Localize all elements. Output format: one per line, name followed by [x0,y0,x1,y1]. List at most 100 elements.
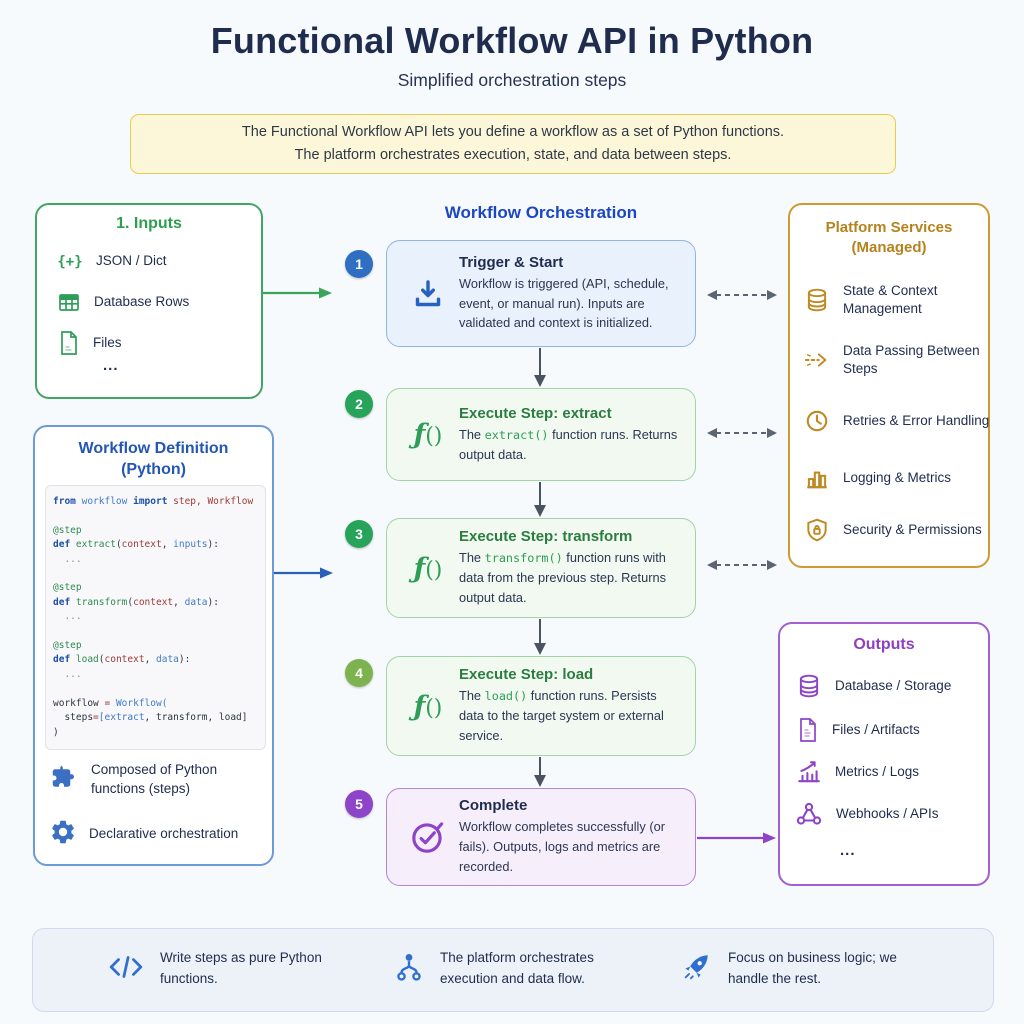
footer-item: Focus on business logic; we handle the r… [680,940,928,998]
step-execute-load: ƒ() Execute Step: load The load() functi… [386,656,696,756]
step-text: function runs. Returns output data. [459,426,678,462]
dashed-double-arrow [707,428,777,438]
step-description: The load() function runs. Persists data … [459,686,683,745]
feature-label: Declarative orchestration [89,825,239,841]
step-execute-extract: ƒ() Execute Step: extract The extract() … [386,388,696,481]
input-item-label: Database Rows [94,293,190,309]
definition-to-orchestration-arrow [274,567,333,579]
orchestration-title: Workflow Orchestration [444,203,638,222]
platform-services-panel: Platform Services (Managed) State & Cont… [788,203,990,568]
feature-item: Composed of Python functions (steps) [49,762,271,798]
check-circle-icon [399,816,457,858]
rocket-icon [680,951,712,988]
footer-bar [32,928,994,1012]
step-description: Workflow is triggered (API, schedule, ev… [459,274,683,333]
output-item-label: Webhooks / APIs [836,805,939,821]
step-execute-transform: ƒ() Execute Step: transform The transfor… [386,518,696,618]
step-badge-2: 2 [345,390,373,418]
step-code: load() [484,689,528,704]
step-text: The [459,426,485,442]
platform-item-label: Retries & Error Handling [843,412,990,428]
list-item: Retries & Error Handling [804,401,995,441]
footer-text: Write steps as pure Python functions. [160,950,322,986]
flow-arrow-down [534,619,546,655]
dashed-double-arrow [707,290,777,300]
step-text: function runs with data from the previou… [459,550,666,605]
complete-to-outputs-arrow [697,832,776,844]
dashed-double-arrow [707,560,777,570]
feature-label: Composed of Python functions (steps) [91,762,218,796]
step-text: function runs. Persists data to the targ… [459,688,664,743]
list-item: Security & Permissions [804,515,995,545]
outputs-title: Outputs [853,636,915,653]
platform-item-label: Logging & Metrics [843,469,952,485]
table-icon [57,290,81,314]
inputs-to-orchestration-arrow [263,287,332,299]
step-text: The [459,550,485,566]
svg-text:{+}: {+} [57,254,82,270]
output-item-label: Database / Storage [835,677,952,693]
footer-item: Write steps as pure Python functions. [108,940,355,998]
list-item: Files / Artifacts [797,716,920,744]
step-complete: Complete Workflow completes successfully… [386,788,696,886]
workflow-definition-panel: Workflow Definition (Python) from workfl… [33,425,274,866]
outputs-panel: Outputs Database / Storage Files / Artif… [778,622,990,886]
inputs-ellipsis: ... [103,357,119,374]
footer-text: Focus on business logic; we handle the r… [728,950,897,986]
flow-arrow-down [534,482,546,517]
banner-line2: The platform orchestrates execution, sta… [294,147,732,163]
list-item: Database / Storage [796,672,951,700]
step-badge-1: 1 [345,250,373,278]
step-code: transform() [484,551,563,566]
step-title: Execute Step: transform [459,528,633,546]
function-icon: ƒ() [413,552,443,584]
step-description: The extract() function runs. Returns out… [459,425,683,465]
input-item-label: Files [93,334,122,350]
platform-title-line2: (Managed) [851,239,927,256]
list-item: Data Passing Between Steps [804,340,995,380]
list-item: Database Rows [57,288,189,316]
output-item-label: Files / Artifacts [832,721,920,737]
footer-item: The platform orchestrates execution and … [394,940,625,998]
step-trigger-start: Trigger & Start Workflow is triggered (A… [386,240,696,347]
step-title: Trigger & Start [459,253,564,271]
feature-item: Declarative orchestration [49,819,269,849]
clock-icon [804,408,830,434]
bar-chart-icon [804,465,830,491]
download-icon [399,276,457,312]
inputs-title: 1. Inputs [116,215,182,232]
step-badge-5: 5 [345,790,373,818]
step-description: The transform() function runs with data … [459,548,683,607]
file-icon [797,717,819,743]
code-block: from workflow import step, Workflow @ste… [45,485,266,750]
list-item: Metrics / Logs [796,758,919,786]
page-subtitle: Simplified orchestration steps [397,70,627,90]
list-item: Files [58,329,122,357]
step-text: The [459,688,485,704]
definition-title-line1: Workflow Definition [78,440,229,457]
footer-text: The platform orchestrates execution and … [440,950,594,986]
shield-lock-icon [804,517,830,543]
output-item-label: Metrics / Logs [835,763,920,779]
platform-title-line1: Platform Services [825,219,953,236]
outputs-ellipsis: ... [840,842,856,859]
step-badge-4: 4 [345,659,373,687]
step-description: Workflow completes successfully (or fail… [459,817,683,876]
function-icon: ƒ() [413,690,443,722]
inputs-panel: 1. Inputs {+} JSON / Dict Database Rows [35,203,263,399]
flow-arrow-down [534,757,546,787]
input-item-label: JSON / Dict [96,252,167,268]
page-title: Functional Workflow API in Python [210,20,814,61]
definition-title-line2: (Python) [121,461,186,478]
metrics-icon [796,759,822,785]
flow-arrow-down [534,348,546,387]
json-icon: {+} [57,248,83,274]
list-item: State & Context Management [804,280,995,320]
step-title: Execute Step: extract [459,404,612,422]
function-icon: ƒ() [413,419,443,450]
database-icon [796,673,822,699]
puzzle-icon [49,763,79,798]
list-item: Webhooks / APIs [795,800,939,828]
step-title: Complete [459,797,528,815]
